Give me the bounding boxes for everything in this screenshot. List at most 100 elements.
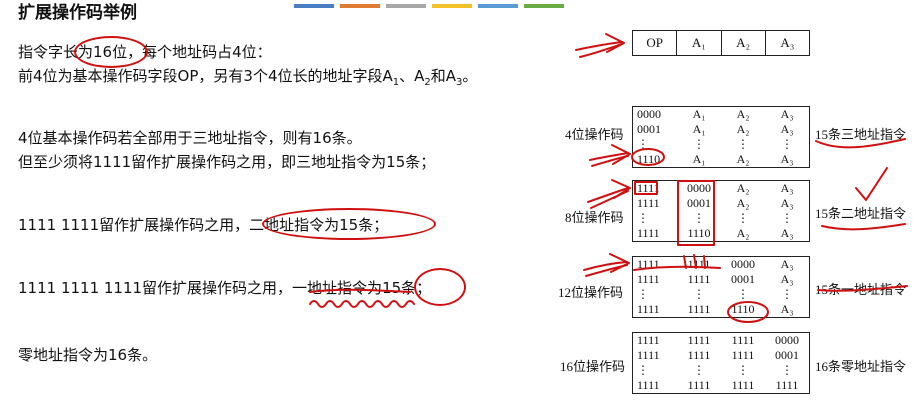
cell: 1111 <box>637 348 660 362</box>
cell: A₃ <box>780 122 794 136</box>
wavy-underline-ink <box>309 300 415 308</box>
arrow-ink <box>583 261 628 271</box>
cell: 1111 <box>687 302 711 316</box>
block-label-4bit: 4位操作码 <box>565 127 624 142</box>
format-cell-a3: A₃ <box>764 31 809 55</box>
cell: A₃ <box>780 257 794 271</box>
block-count-label-16bit: 16条零地址指令 <box>815 359 907 374</box>
cell: ⋮ <box>781 137 793 151</box>
cell: ⋮ <box>781 363 793 377</box>
cell: ⋮ <box>637 287 649 301</box>
cell: 1110 <box>637 152 661 166</box>
block-row: 1111 1111 1111 0000 <box>633 333 809 348</box>
arrow-ink <box>605 33 625 53</box>
underline-ink <box>817 285 908 292</box>
underline-ink <box>821 223 906 231</box>
box-ink <box>634 181 658 195</box>
color-bar-segment <box>340 4 380 8</box>
cell: 1111 <box>637 181 660 195</box>
cell: A₁ <box>692 152 706 166</box>
cell: 1111 <box>637 226 660 240</box>
block-label-8bit: 8位操作码 <box>565 210 624 225</box>
cell: ⋮ <box>737 287 749 301</box>
cell: ⋮ <box>737 137 749 151</box>
cell: 0001 <box>637 122 661 136</box>
block-row: ⋮⋮⋮⋮ <box>633 287 809 302</box>
cell: A₃ <box>780 181 794 195</box>
cell: 1111 <box>687 333 711 347</box>
cell: A₃ <box>780 196 794 210</box>
color-bar-segment <box>524 4 564 8</box>
cell: 1111 <box>731 348 755 362</box>
cell: ⋮ <box>637 363 649 377</box>
color-bar-segment <box>386 4 426 8</box>
cell: 1111 <box>687 272 711 286</box>
cell: 0001 <box>687 196 711 210</box>
text-segment: 、A <box>399 67 425 85</box>
cell: 1111 <box>637 333 660 347</box>
cell: 0001 <box>731 272 755 286</box>
block-row: 1110 A₁ A₂ A₃ <box>633 152 809 167</box>
format-cell-a1: A₁ <box>676 31 720 55</box>
check-mark-ink <box>855 167 888 201</box>
circle-ink <box>631 148 665 166</box>
subscript: 1 <box>392 77 400 88</box>
text-segment: 1111 1111留作扩展操作码之用， <box>18 216 250 234</box>
instruction-format: OP A₁ A₂ A₃ <box>632 30 810 56</box>
cell: 1111 <box>731 378 755 392</box>
text-segment: 1111 1111 1111留作扩展操作码之用，一地址指令为 <box>18 279 383 297</box>
block-label-12bit: 12位操作码 <box>558 285 624 300</box>
format-cell-a2: A₂ <box>720 31 765 55</box>
cell: A₂ <box>736 226 750 240</box>
annotation-circle <box>74 36 148 68</box>
text-segment: 前4位为基本操作码字段OP，另有3个4位长的地址字段A <box>18 67 393 85</box>
arrow-ink <box>611 179 631 199</box>
text-line-7: 零地址指令为16条。 <box>18 346 158 364</box>
block-count-label-4bit: 15条三地址指令 <box>815 127 907 142</box>
block-row: 1111 1111 1111 0001 <box>633 348 809 363</box>
color-bar-segment <box>432 4 472 8</box>
block-label-16bit: 16位操作码 <box>560 359 626 374</box>
arrow-ink <box>589 152 629 161</box>
text-line-2: 前4位为基本操作码字段OP，另有3个4位长的地址字段A1、A2和A3。 <box>18 65 477 88</box>
cell: 0001 <box>775 348 799 362</box>
arrow-ink <box>590 190 629 209</box>
cell: 1110 <box>687 226 711 240</box>
cell: 0000 <box>687 181 711 195</box>
cell: 1111 <box>687 348 711 362</box>
annotation-circle <box>262 208 436 240</box>
cell: ⋮ <box>737 211 749 225</box>
annotation-circle <box>414 268 466 306</box>
subscript: 3 <box>456 77 463 88</box>
cell: A₂ <box>736 196 750 210</box>
arrow-ink <box>611 144 631 165</box>
text-line-3: 4位基本操作码若全部用于三地址指令，则有16条。 <box>18 129 362 147</box>
block-row: ⋮⋮⋮⋮ <box>633 363 809 378</box>
arrow-ink <box>587 187 629 203</box>
cell: A₂ <box>736 152 750 166</box>
cell: A₁ <box>692 122 706 136</box>
cell: 0000 <box>775 333 799 347</box>
cell: A₃ <box>780 152 794 166</box>
block-count-label-8bit: 15条二地址指令 <box>815 206 907 221</box>
cell: 1111 <box>687 378 711 392</box>
cell: 1110 <box>731 302 755 316</box>
text-line-4: 但至少须将1111留作扩展操作码之用，即三地址指令为15条； <box>18 153 436 171</box>
cell: 0000 <box>731 257 755 271</box>
cell: 1111 <box>637 302 660 316</box>
block-row: ⋮⋮⋮⋮ <box>633 211 809 226</box>
arrow-ink <box>575 41 623 51</box>
underline-ink <box>815 138 906 149</box>
cell: 1111 <box>731 333 755 347</box>
cell: ⋮ <box>637 211 649 225</box>
